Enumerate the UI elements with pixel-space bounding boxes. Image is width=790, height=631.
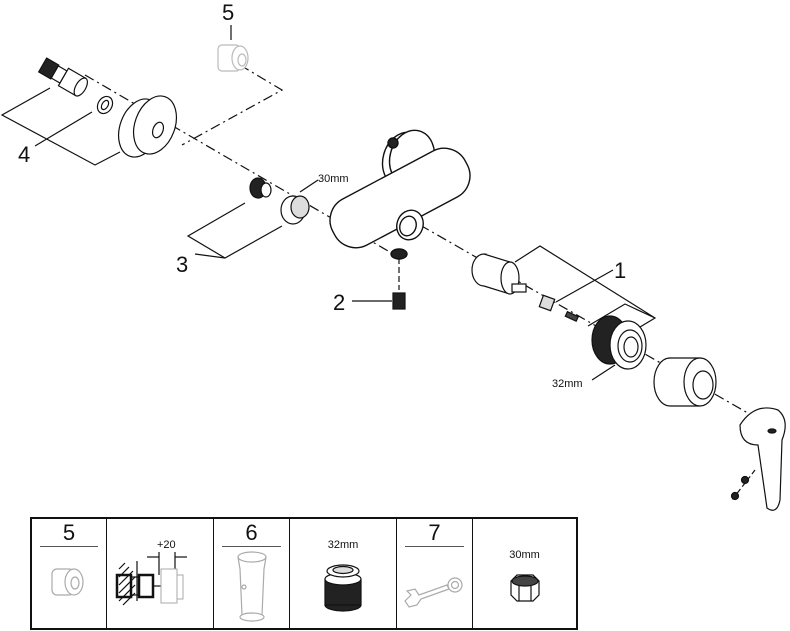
accessory-number: 7 [428,520,441,545]
part-1-group [471,245,657,381]
part-2-aerator [352,292,406,310]
nut-size-label: 30mm [318,173,349,185]
mixer-body [329,129,471,260]
exploded-parts-diagram: 4 5 30mm 3 2 [0,0,786,511]
accessory-cell-5: 5 [32,519,107,628]
leader-32mm [591,364,616,381]
hex-nut-30mm [280,195,310,225]
bracket-1 [514,245,657,328]
callout-4: 4 [18,142,30,167]
wall-rosette [117,95,178,158]
s-union-connector [37,57,88,97]
wrench-icon [404,577,463,608]
divider [222,546,281,547]
accessory-cell-32mm: 32mm [290,519,397,628]
part-3-group [186,177,319,259]
assembly-axis-handle [731,469,756,501]
divider [40,546,98,547]
divider [405,546,464,547]
accessory-cell-30mm: 30mm [473,519,576,628]
callout-1: 1 [614,258,626,283]
accessory-cell-extension: +20 [107,519,214,628]
leader-4 [34,139,46,147]
screw [564,310,580,323]
extension-dimension-label: +20 [157,539,176,551]
cover-sleeve [653,357,717,408]
bracket-3 [186,202,283,259]
accessory-number: 5 [62,520,76,545]
accessory-cell-6: 6 [214,519,290,628]
bracket-4 [0,87,121,166]
cartridge [471,253,527,295]
leader-1 [555,269,614,303]
sleeve-tool-icon [237,551,267,622]
callout-5: 5 [222,0,234,25]
cartridge-nut-size-caption: 32mm [327,539,359,551]
part-5-ghost [217,25,249,72]
hex-nut-icon [510,574,540,602]
cartridge-nut-icon [324,564,362,612]
callout-2: 2 [333,290,345,315]
cartridge-nut-32mm [591,315,647,370]
part-4-group [0,57,178,166]
extension-adapter-icon [51,568,84,596]
wall-extension-diagram-icon [115,552,187,606]
accessory-number: 6 [245,520,258,545]
lever-handle [730,407,786,511]
washer-hole [100,99,110,111]
accessory-cell-7: 7 [397,519,473,628]
accessories-table: 5 +20 [30,517,578,630]
assembly-axis-ghost [181,64,284,146]
leader-30mm [299,179,319,193]
callout-3: 3 [176,252,188,277]
adapter-spline [538,294,556,312]
hex-nut-size-caption: 30mm [509,549,540,561]
cartridge-nut-size-label: 32mm [552,378,583,390]
